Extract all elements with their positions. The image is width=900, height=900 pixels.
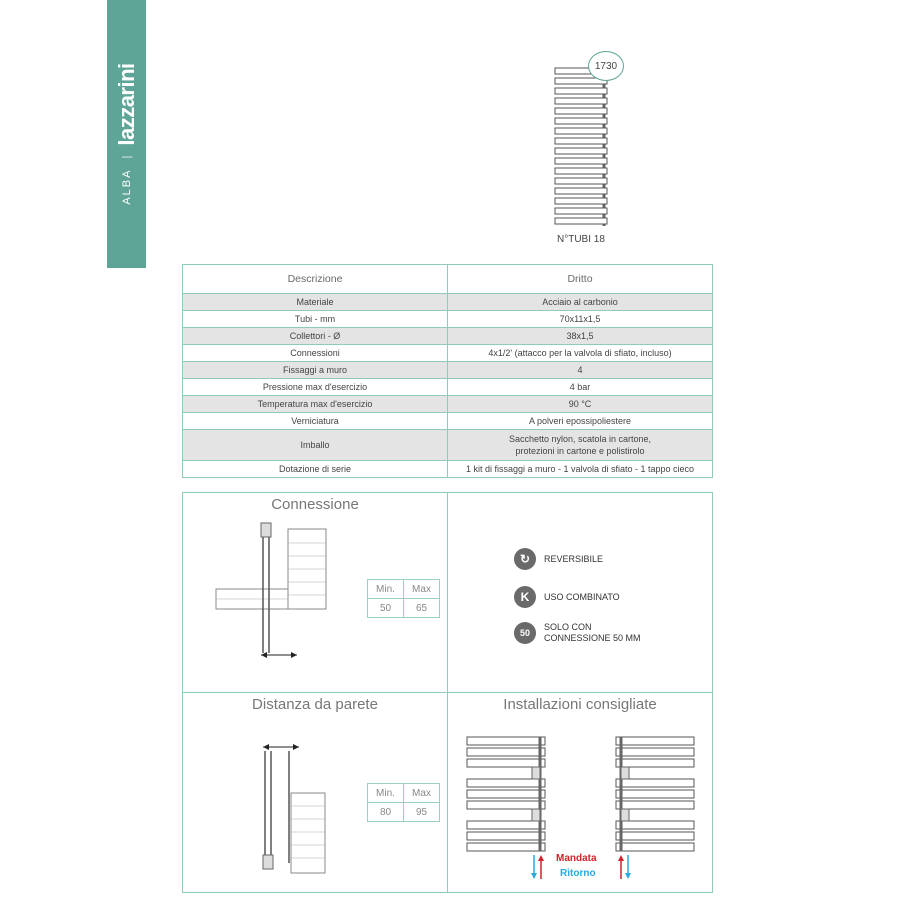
table-row: Connessioni 4x1/2' (attacco per la valvo… [182, 344, 713, 362]
max-value: 65 [403, 598, 440, 618]
feature-only-50: 50 SOLO CON CONNESSIONE 50 MM [514, 622, 641, 644]
table-cell: 70x11x1,5 [447, 310, 713, 328]
product-drawing: 1730 [554, 50, 624, 250]
connessione-panel: Connessione Min. Max 50 65 [182, 492, 448, 693]
min-label: Min. [367, 579, 404, 599]
max-label: Max [403, 579, 440, 599]
radiator-front-icon [554, 67, 608, 226]
table-cell: 4 [447, 361, 713, 379]
table-row: Imballo Sacchetto nylon, scatola in cart… [182, 429, 713, 461]
min-label: Min. [367, 783, 404, 803]
table-cell: Dotazione di serie [182, 460, 448, 478]
table-row: Dotazione di serie 1 kit di fissaggi a m… [182, 460, 713, 478]
wall-distance-diagram-icon [262, 744, 326, 874]
table-row: Fissaggi a muro 4 [182, 361, 713, 379]
min-value: 80 [367, 802, 404, 822]
installazioni-panel: Installazioni consigliate [447, 692, 713, 893]
spec-table: Descrizione Dritto Materiale Acciaio al … [182, 264, 713, 478]
min-value: 50 [367, 598, 404, 618]
table-row: Materiale Acciaio al carbonio [182, 293, 713, 311]
brand-separator: | [120, 155, 133, 159]
table-header-row: Descrizione Dritto [182, 264, 713, 294]
table-cell: A polveri epossipoliestere [447, 412, 713, 430]
table-row: Verniciatura A polveri epossipoliestere [182, 412, 713, 430]
table-cell: 4x1/2' (attacco per la valvola di sfiato… [447, 344, 713, 362]
connessione-title: Connessione [271, 496, 359, 513]
table-cell: 90 °C [447, 395, 713, 413]
table-cell: Temperatura max d'esercizio [182, 395, 448, 413]
table-cell: Verniciatura [182, 412, 448, 430]
table-cell: Fissaggi a muro [182, 361, 448, 379]
mandata-label: Mandata [556, 853, 597, 864]
only-50-icon: 50 [514, 622, 536, 644]
table-header: Descrizione [182, 264, 448, 294]
feature-label: USO COMBINATO [544, 591, 620, 602]
distanza-title: Distanza da parete [252, 696, 378, 713]
connessione-minmax-table: Min. Max 50 65 [367, 579, 440, 618]
distanza-panel: Distanza da parete Min. Max 80 95 [182, 692, 448, 893]
table-cell: Collettori - Ø [182, 327, 448, 345]
table-cell: 38x1,5 [447, 327, 713, 345]
tubes-label: N°TUBI 18 [557, 234, 605, 245]
table-cell: Materiale [182, 293, 448, 311]
table-cell: 1 kit di fissaggi a muro - 1 valvola di … [447, 460, 713, 478]
table-cell: Tubi - mm [182, 310, 448, 328]
table-cell: Connessioni [182, 344, 448, 362]
brand-logo: lazzarini [113, 63, 139, 146]
connection-diagram-icon [215, 522, 327, 658]
brand-strip: ALBA | lazzarini [107, 0, 146, 268]
table-row: Pressione max d'esercizio 4 bar [182, 378, 713, 396]
table-cell: 4 bar [447, 378, 713, 396]
installation-diagram-icon [466, 736, 695, 879]
distanza-minmax-table: Min. Max 80 95 [367, 783, 440, 822]
table-row: Temperatura max d'esercizio 90 °C [182, 395, 713, 413]
series-name: ALBA [120, 168, 133, 205]
table-row: Tubi - mm 70x11x1,5 [182, 310, 713, 328]
installazioni-title: Installazioni consigliate [503, 696, 657, 713]
table-cell: Sacchetto nylon, scatola in cartone, pro… [447, 429, 713, 461]
ritorno-label: Ritorno [560, 868, 596, 879]
feature-label: REVERSIBILE [544, 553, 604, 564]
feature-combined-use: K USO COMBINATO [514, 586, 620, 608]
table-cell: Imballo [182, 429, 448, 461]
table-header: Dritto [447, 264, 713, 294]
max-value: 95 [403, 802, 440, 822]
table-row: Collettori - Ø 38x1,5 [182, 327, 713, 345]
height-badge: 1730 [588, 51, 624, 81]
max-label: Max [403, 783, 440, 803]
feature-label: SOLO CON CONNESSIONE 50 MM [544, 622, 641, 643]
table-cell: Acciaio al carbonio [447, 293, 713, 311]
k-icon: K [514, 586, 536, 608]
reversible-icon: ↻ [514, 548, 536, 570]
feature-reversible: ↻ REVERSIBILE [514, 548, 603, 570]
table-cell: Pressione max d'esercizio [182, 378, 448, 396]
